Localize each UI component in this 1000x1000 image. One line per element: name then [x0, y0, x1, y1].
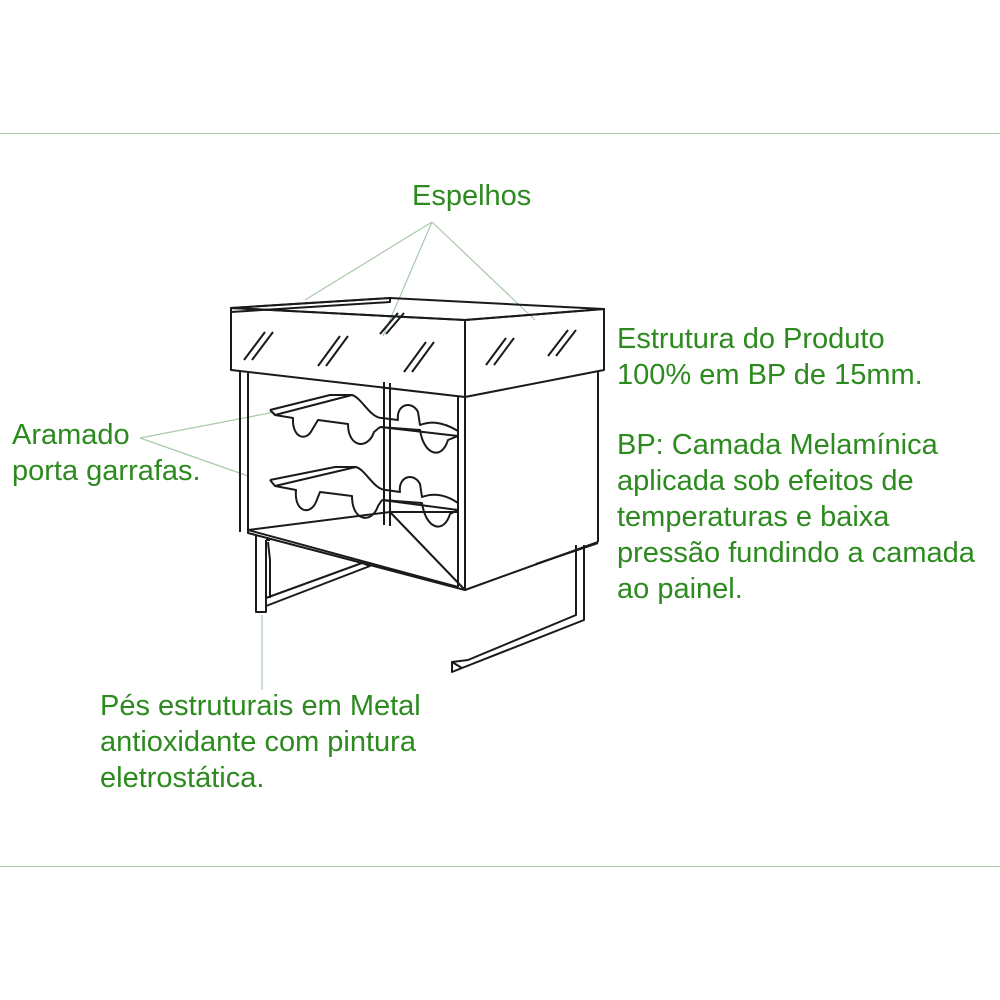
estrutura-line-2: 100% em BP de 15mm. [617, 359, 923, 391]
pes-line-2: antioxidante com pintura [100, 726, 416, 758]
bp-line-3: temperaturas e baixa [617, 501, 890, 533]
espelhos-text: Espelhos [412, 180, 532, 212]
label-pes: Pés estruturais em Metal antioxidante co… [100, 688, 421, 796]
metal-legs [255, 536, 599, 673]
reflection-1 [243, 331, 266, 361]
top-side-mirror [464, 308, 605, 398]
leader-aramado-upper [139, 411, 276, 439]
label-espelhos: Espelhos [412, 178, 531, 214]
cabinet-lines [230, 297, 605, 673]
pes-line-1: Pés estruturais em Metal [100, 690, 421, 722]
bottom-divider [0, 866, 1000, 867]
bp-line-1: BP: Camada Melamínica [617, 429, 938, 461]
aramado-line-1: Aramado [12, 419, 130, 451]
leader-aramado-lower [139, 437, 249, 477]
label-estrutura: Estrutura do Produto 100% em BP de 15mm. [617, 321, 923, 393]
lower-wine-rack [269, 466, 459, 528]
label-aramado: Aramado porta garrafas. [12, 417, 201, 489]
bp-line-4: pressão fundindo a camada [617, 537, 975, 569]
leader-espelhos-left [304, 221, 433, 301]
bp-line-5: ao painel. [617, 573, 743, 605]
top-divider [0, 133, 1000, 134]
upper-wine-rack [269, 394, 459, 454]
bp-line-2: aplicada sob efeitos de [617, 465, 914, 497]
label-bp: BP: Camada Melamínica aplicada sob efeit… [617, 427, 975, 607]
pes-line-3: eletrostática. [100, 762, 265, 794]
aramado-line-2: porta garrafas. [12, 455, 201, 487]
top-front-mirror [230, 307, 466, 398]
estrutura-line-1: Estrutura do Produto [617, 323, 885, 355]
